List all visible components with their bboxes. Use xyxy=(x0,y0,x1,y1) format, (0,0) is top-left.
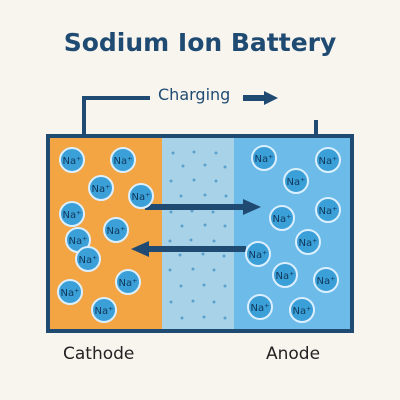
sodium-ion: Na⁺ xyxy=(251,145,277,171)
svg-text:Na⁺: Na⁺ xyxy=(251,303,270,314)
svg-text:Na⁺: Na⁺ xyxy=(61,288,80,299)
cathode-label: Cathode xyxy=(63,344,135,364)
svg-text:Na⁺: Na⁺ xyxy=(119,278,138,289)
sodium-ion: Na⁺ xyxy=(128,183,154,209)
svg-text:Na⁺: Na⁺ xyxy=(317,276,336,287)
sodium-ion: Na⁺ xyxy=(88,175,114,201)
svg-text:Na⁺: Na⁺ xyxy=(293,306,312,317)
ion-flow-arrow-right-head xyxy=(243,199,261,215)
svg-text:Na⁺: Na⁺ xyxy=(114,156,133,167)
sodium-ion: Na⁺ xyxy=(103,217,129,243)
svg-text:Na⁺: Na⁺ xyxy=(132,192,151,203)
sodium-ion: Na⁺ xyxy=(295,229,321,255)
sodium-ion: Na⁺ xyxy=(269,205,295,231)
sodium-ion: Na⁺ xyxy=(59,201,85,227)
sodium-ion: Na⁺ xyxy=(245,241,271,267)
sodium-ion: Na⁺ xyxy=(59,147,85,173)
sodium-ion: Na⁺ xyxy=(247,294,273,320)
sodium-ion: Na⁺ xyxy=(115,269,141,295)
svg-text:Na⁺: Na⁺ xyxy=(287,177,306,188)
svg-text:Na⁺: Na⁺ xyxy=(63,210,82,221)
sodium-ion: Na⁺ xyxy=(91,297,117,323)
charging-arrow-head xyxy=(264,91,278,105)
svg-text:Na⁺: Na⁺ xyxy=(299,238,318,249)
sodium-ion: Na⁺ xyxy=(283,168,309,194)
sodium-ion: Na⁺ xyxy=(315,147,341,173)
svg-text:Na⁺: Na⁺ xyxy=(319,156,338,167)
svg-text:Na⁺: Na⁺ xyxy=(273,214,292,225)
charging-label: Charging xyxy=(158,85,231,104)
ion-flow-arrow-left-head xyxy=(131,241,149,257)
sodium-ion: Na⁺ xyxy=(313,267,339,293)
separator-region xyxy=(162,136,234,331)
svg-text:Na⁺: Na⁺ xyxy=(92,184,111,195)
sodium-ion: Na⁺ xyxy=(75,246,101,272)
page-title: Sodium Ion Battery xyxy=(63,28,337,57)
svg-text:Na⁺: Na⁺ xyxy=(319,206,338,217)
anode-ions: Na⁺ Na⁺ Na⁺ Na⁺ Na⁺ Na⁺ Na⁺ Na⁺ Na⁺ Na⁺ … xyxy=(245,145,341,323)
svg-text:Na⁺: Na⁺ xyxy=(69,236,88,247)
sodium-ion: Na⁺ xyxy=(57,279,83,305)
svg-text:Na⁺: Na⁺ xyxy=(63,156,82,167)
sodium-ion: Na⁺ xyxy=(272,262,298,288)
sodium-ion: Na⁺ xyxy=(315,197,341,223)
svg-text:Na⁺: Na⁺ xyxy=(79,255,98,266)
svg-text:Na⁺: Na⁺ xyxy=(276,271,295,282)
sodium-ion: Na⁺ xyxy=(110,147,136,173)
svg-text:Na⁺: Na⁺ xyxy=(255,154,274,165)
cathode-ions: Na⁺ Na⁺ Na⁺ Na⁺ Na⁺ Na⁺ Na⁺ Na⁺ Na⁺ Na⁺ … xyxy=(57,147,154,323)
separator-dots xyxy=(168,150,228,320)
battery-outline xyxy=(46,134,354,333)
svg-text:Na⁺: Na⁺ xyxy=(249,250,268,261)
svg-text:Na⁺: Na⁺ xyxy=(95,306,114,317)
sodium-ion: Na⁺ xyxy=(289,297,315,323)
svg-text:Na⁺: Na⁺ xyxy=(107,226,126,237)
charging-wire xyxy=(82,96,150,138)
anode-label: Anode xyxy=(266,344,321,364)
